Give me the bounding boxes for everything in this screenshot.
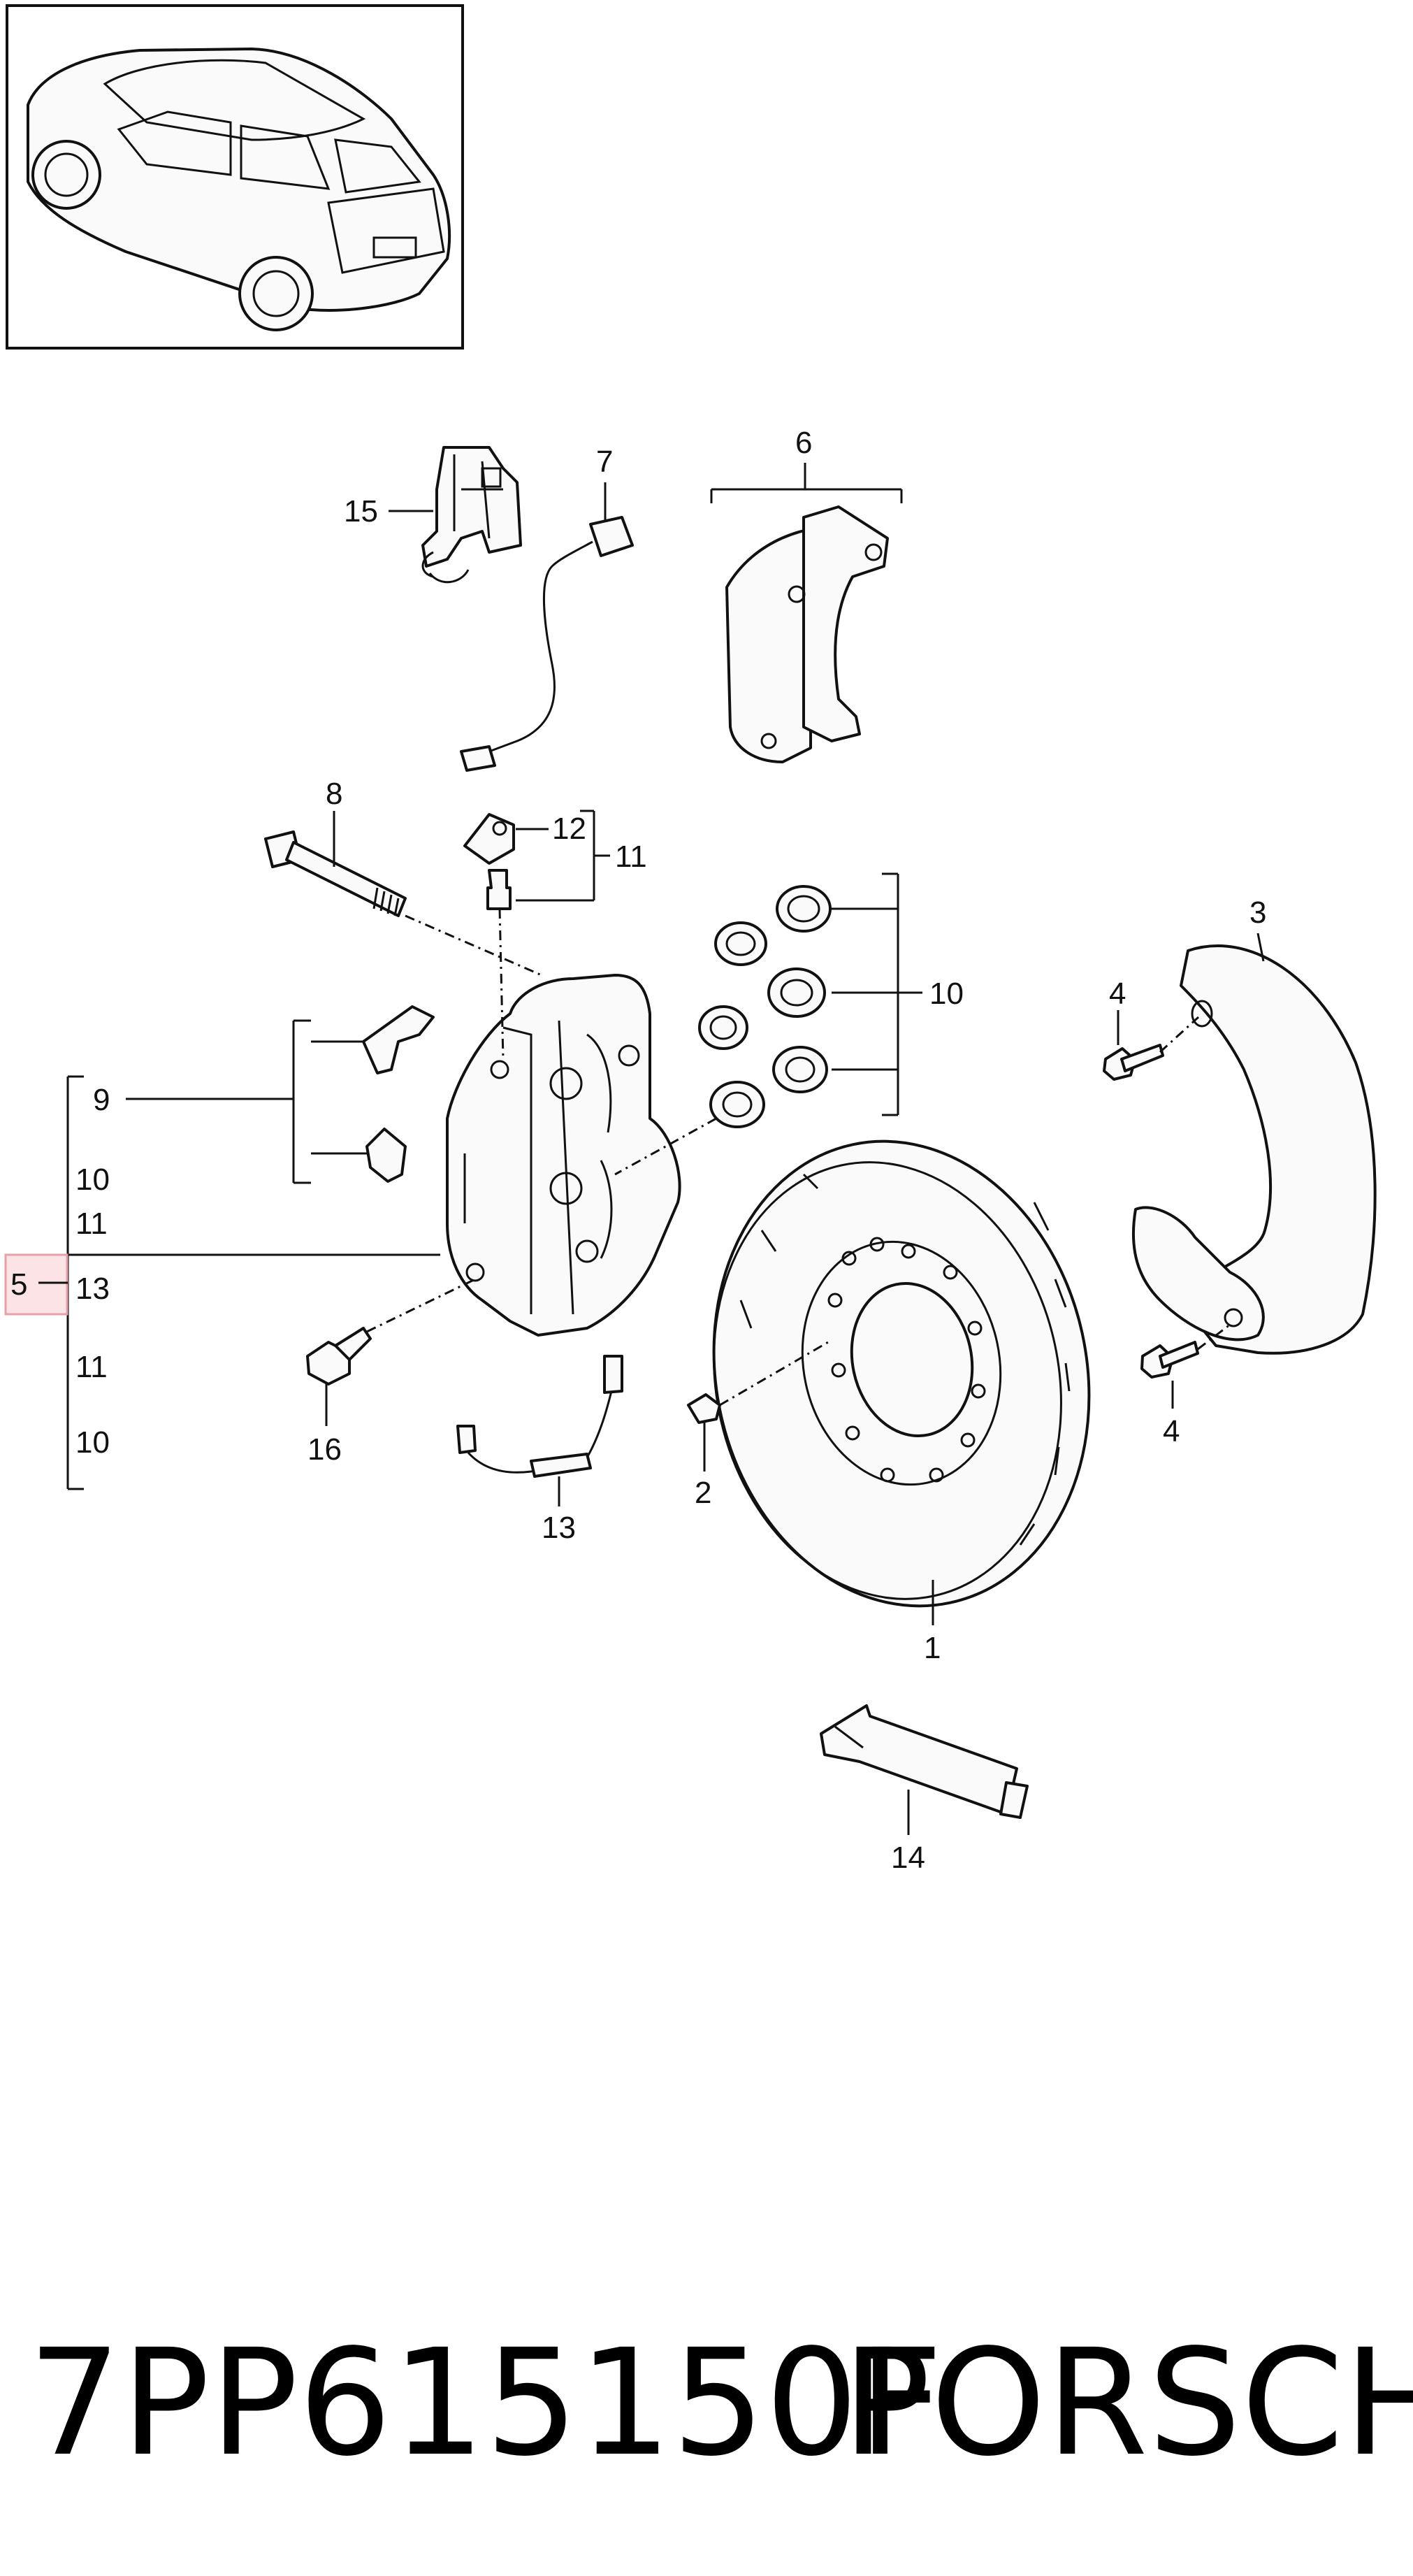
disc-screw bbox=[687, 1393, 721, 1424]
callout-4-top: 4 bbox=[1109, 977, 1126, 1011]
callout-10-lower: 10 bbox=[75, 1425, 110, 1460]
callout-7: 7 bbox=[596, 445, 613, 479]
sensor-bracket bbox=[421, 446, 522, 584]
callout-12: 12 bbox=[552, 812, 586, 846]
callout-1: 1 bbox=[924, 1631, 941, 1665]
brake-pads bbox=[725, 505, 889, 763]
callout-13-left: 13 bbox=[75, 1272, 110, 1306]
anti-rattle-springs bbox=[362, 1005, 435, 1183]
callout-11-lower: 11 bbox=[75, 1350, 108, 1384]
part-number: 7PP615150F bbox=[28, 2317, 943, 2489]
callout-14: 14 bbox=[891, 1841, 925, 1875]
callout-11-upper: 11 bbox=[75, 1207, 108, 1241]
callout-10-upper: 10 bbox=[75, 1163, 110, 1197]
brake-disc bbox=[712, 1139, 1091, 1608]
grease-tube bbox=[820, 1704, 1029, 1819]
caliper-mounting-bolt bbox=[306, 1327, 372, 1386]
splash-guard bbox=[1131, 944, 1377, 1355]
callout-8: 8 bbox=[326, 777, 342, 811]
callout-3: 3 bbox=[1249, 895, 1266, 930]
brake-hose bbox=[456, 1355, 623, 1478]
callout-2: 2 bbox=[695, 1476, 711, 1510]
callout-5-highlight bbox=[4, 1253, 68, 1316]
bleeder-screw bbox=[463, 813, 515, 910]
brake-caliper bbox=[446, 974, 681, 1337]
assembly-lines bbox=[366, 908, 1231, 1406]
callout-4-bottom: 4 bbox=[1163, 1414, 1180, 1448]
callout-labels: 15 7 6 8 12 11 3 10 4 9 10 11 5 13 11 10… bbox=[10, 426, 1266, 1875]
callout-6: 6 bbox=[795, 426, 812, 460]
callout-15: 15 bbox=[344, 494, 378, 528]
vehicle-thumbnail bbox=[6, 4, 464, 350]
callout-9: 9 bbox=[93, 1083, 110, 1117]
callout-13: 13 bbox=[542, 1511, 576, 1545]
splash-guard-bolts bbox=[1103, 1044, 1199, 1379]
callout-10: 10 bbox=[929, 977, 964, 1011]
brand-name: PORSCHE bbox=[842, 2317, 1413, 2489]
callout-16: 16 bbox=[307, 1432, 342, 1467]
callout-5: 5 bbox=[10, 1267, 27, 1302]
caliper-bolt bbox=[264, 830, 407, 917]
callout-11: 11 bbox=[615, 840, 647, 874]
piston-seals bbox=[698, 885, 832, 1128]
wear-sensor bbox=[460, 516, 634, 772]
